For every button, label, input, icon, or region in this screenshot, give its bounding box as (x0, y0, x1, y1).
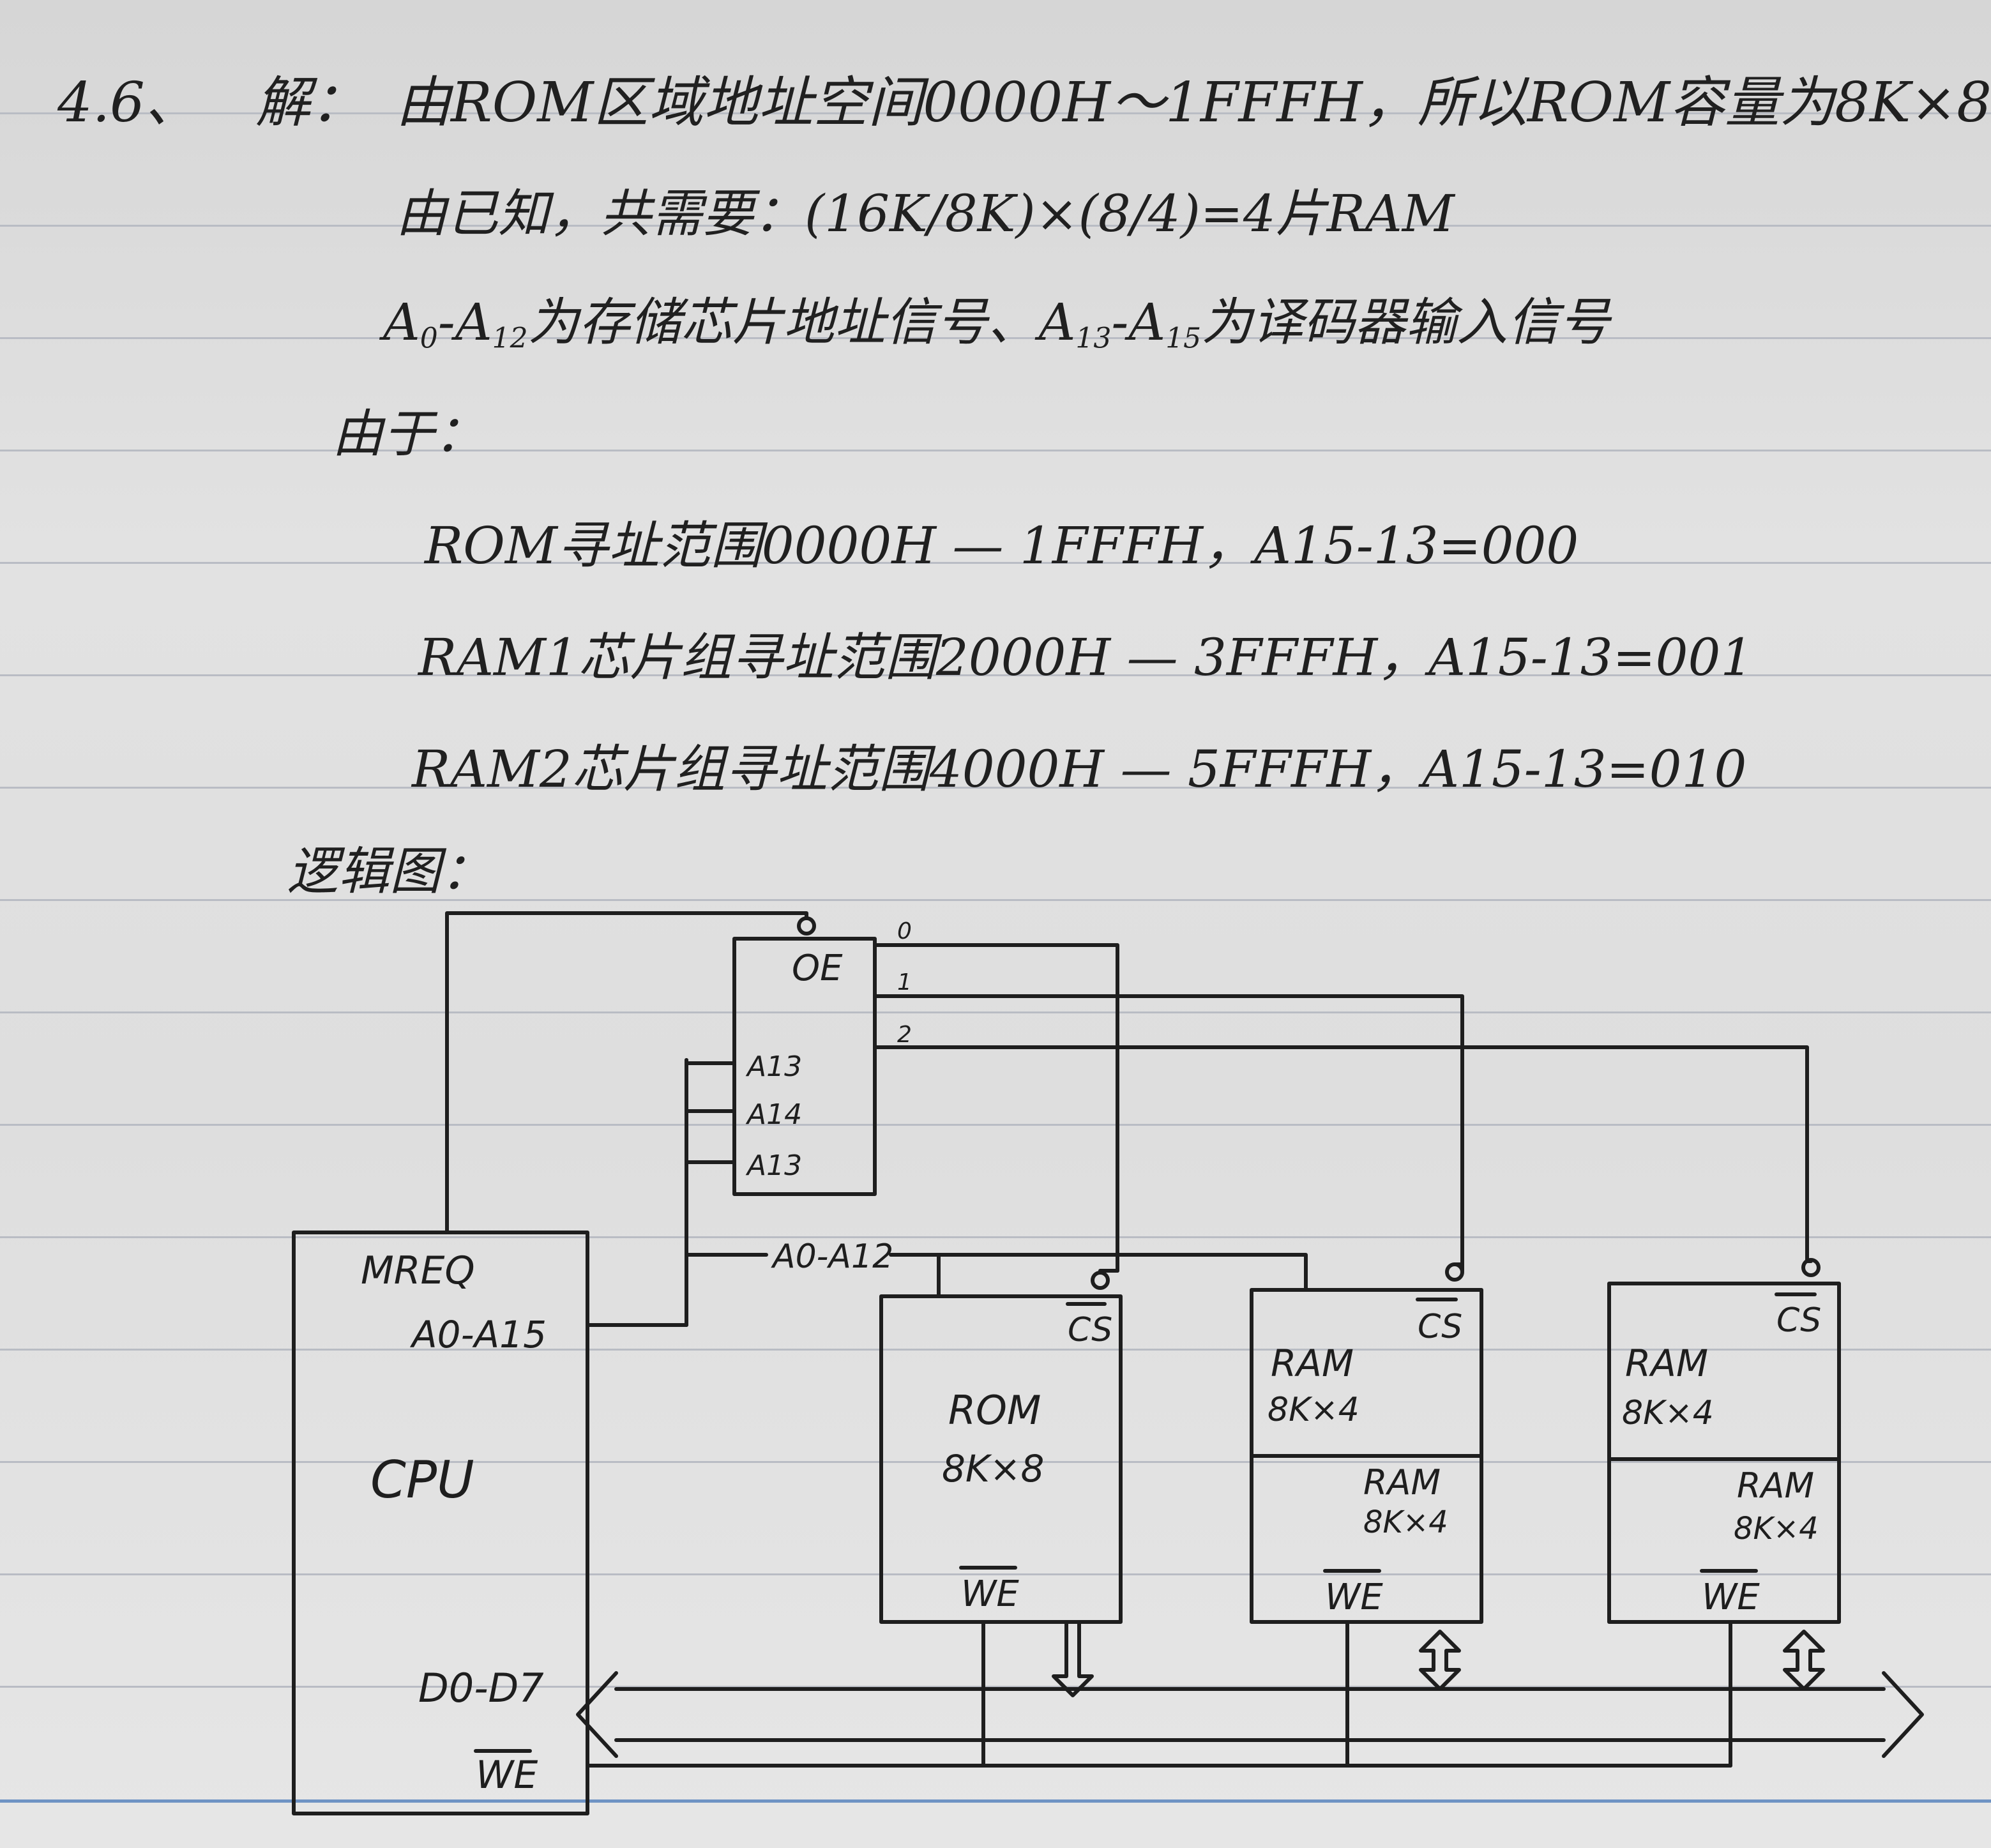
decoder-input-a13-wire (685, 1058, 736, 1065)
a0-a12-wire-right (889, 1253, 1308, 1292)
ram2-upper-name-label: RAM (1625, 1342, 1708, 1385)
ruled-line (0, 674, 1991, 676)
decoder-output-1-wire (873, 994, 1464, 1273)
margin-line (0, 1799, 1991, 1803)
ruled-line (0, 787, 1991, 789)
cpu-name-label: CPU (370, 1450, 474, 1510)
ram2-lower-size-label: 8K×4 (1734, 1511, 1819, 1547)
rom-range-line: ROM寻址范围0000H — 1FFFH，A15-13=000 (425, 516, 1579, 575)
ruled-line (0, 562, 1991, 564)
ruled-line (0, 1349, 1991, 1351)
ram1-upper-name-label: RAM (1271, 1342, 1354, 1385)
decoder-output-0-wire (873, 943, 1119, 1273)
rom-data-arrow (1052, 1620, 1094, 1697)
cpu-mreq-label: MREQ (361, 1248, 475, 1293)
ruled-line (0, 899, 1991, 901)
decoder-output-2-wire (873, 1045, 1809, 1263)
ram1-we-label: WE (1325, 1577, 1383, 1618)
decoder-output-label: 2 (897, 1022, 912, 1048)
ram-group2-box (1607, 1282, 1841, 1624)
rom-cs-label: CS (1068, 1311, 1112, 1349)
decoder-output-label: 1 (897, 969, 912, 996)
cpu-box (292, 1231, 589, 1815)
ruled-line (0, 112, 1991, 114)
ram1-cs-label: CS (1418, 1308, 1462, 1346)
ram1-lower-name-label: RAM (1363, 1462, 1441, 1503)
decoder-input-label: A14 (745, 1098, 802, 1131)
mreq-wire (445, 911, 808, 1234)
rom-cs-bubble (1091, 1271, 1110, 1290)
ram1-lower-size-label: 8K×4 (1363, 1504, 1448, 1540)
problem-number: 4.6、 (57, 71, 200, 135)
decoder-input-label: A13 (745, 1050, 802, 1083)
logic-diagram-label: 逻辑图： (287, 842, 492, 901)
ram1-data-arrow (1419, 1630, 1461, 1691)
ram1-range-line: RAM1芯片组寻址范围2000H — 3FFFH，A15-13=001 (418, 628, 1753, 687)
ruled-line (0, 1686, 1991, 1688)
ruled-line (0, 1124, 1991, 1126)
ruled-line (0, 1236, 1991, 1238)
cpu-we-label: WE (476, 1753, 538, 1798)
because-label: 由于： (332, 404, 485, 464)
ram2-upper-size-label: 8K×4 (1622, 1394, 1714, 1432)
ruled-line (0, 1461, 1991, 1463)
ram2-cs-label: CS (1776, 1301, 1821, 1340)
ruled-line (0, 337, 1991, 339)
ruled-line (0, 1573, 1991, 1575)
ram2-lower-name-label: RAM (1737, 1466, 1814, 1506)
ram2-data-arrow (1783, 1630, 1825, 1691)
rom-name-label: ROM (948, 1387, 1041, 1434)
ruled-line (0, 1011, 1991, 1013)
problem-heading: 4.6、 解： (57, 57, 365, 137)
ram1-cs-bubble (1445, 1262, 1464, 1282)
address-signal-line: A0-A12为存储芯片地址信号、A13-A15为译码器输入信号 (383, 292, 1610, 355)
data-bus-left-arrow (576, 1671, 618, 1758)
rom-size-label: 8K×8 (942, 1447, 1044, 1490)
address-bus-label: A0-A12 (771, 1238, 893, 1276)
data-bus-right-arrow (1882, 1671, 1924, 1758)
solution-label: 解： (255, 71, 366, 135)
ram2-range-line: RAM2芯片组寻址范围4000H — 5FFFH，A15-13=010 (412, 739, 1747, 799)
decoder-output-label: 0 (897, 918, 912, 944)
rom-we-label: WE (961, 1573, 1019, 1615)
decoder-input-label: A13 (745, 1149, 802, 1182)
cpu-address-label: A0-A15 (409, 1313, 547, 1356)
ram2-we-label: WE (1702, 1577, 1760, 1618)
ram1-upper-size-label: 8K×4 (1268, 1391, 1359, 1429)
ram-count-line: 由已知，共需要：(16K/8K)×(8/4)=4片RAM (396, 184, 1455, 243)
decoder-oe-label: OE (792, 948, 843, 989)
ruled-line (0, 450, 1991, 451)
rom-box (879, 1294, 1123, 1624)
oe-inversion-bubble (797, 916, 816, 935)
cpu-data-label: D0-D7 (418, 1665, 544, 1711)
rom-capacity-line: 由ROM区域地址空间0000H～1FFFH，所以ROM容量为8K×8 (396, 71, 1991, 135)
ruled-line (0, 225, 1991, 227)
decoder-box (732, 937, 877, 1196)
